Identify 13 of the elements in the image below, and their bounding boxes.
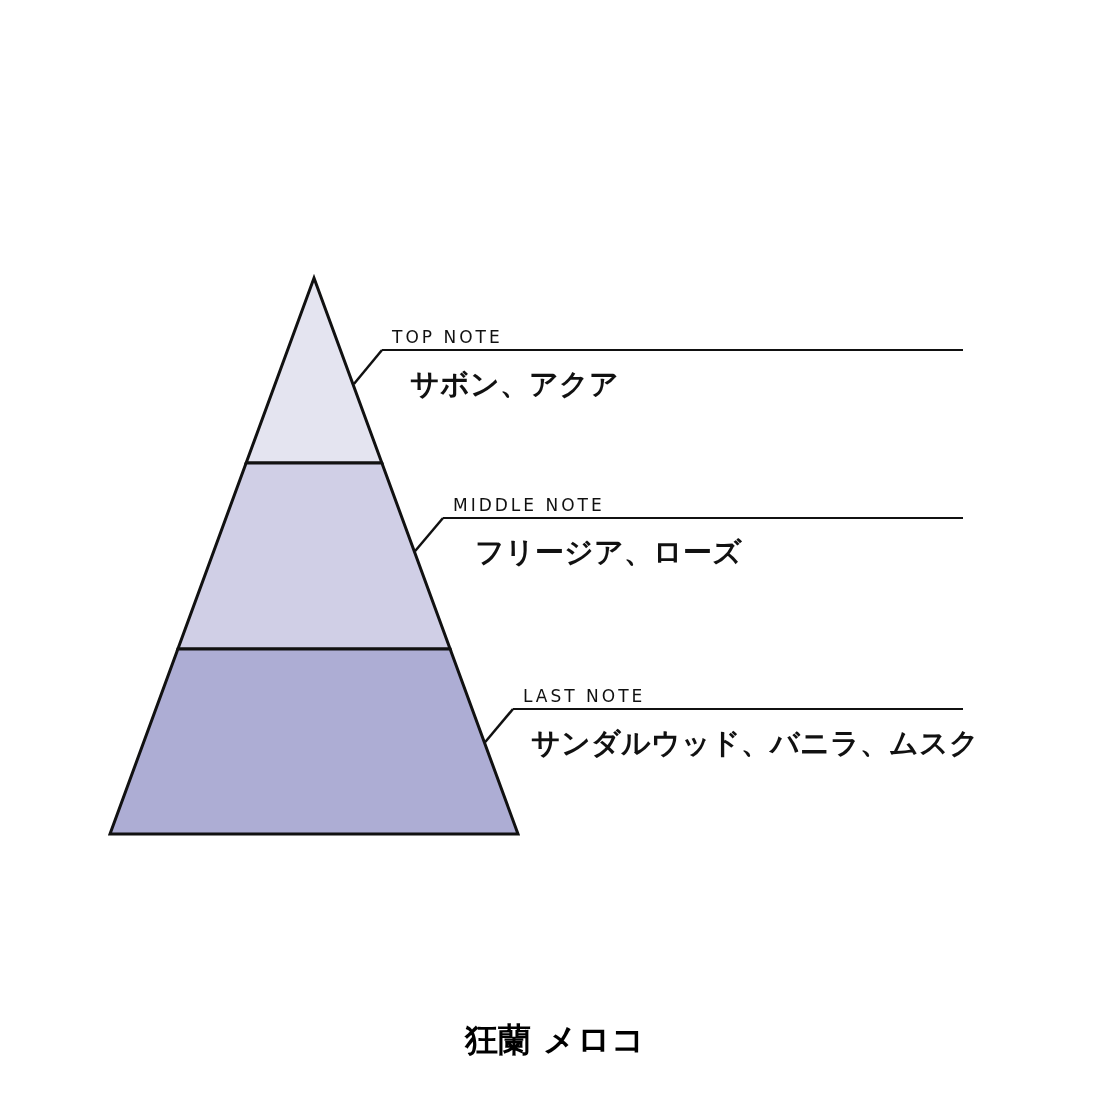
note-heading: LAST NOTE [523, 686, 646, 706]
title: 狂蘭 メロコ [463, 1019, 646, 1061]
leader-line [414, 517, 444, 552]
note-ingredients: フリージア、ローズ [475, 534, 742, 571]
note-ingredients: サボン、アクア [410, 366, 619, 403]
leader-line [484, 708, 514, 743]
leader-line [352, 349, 383, 385]
note-ingredients: サンダルウッド、バニラ、ムスク [531, 725, 979, 762]
note-heading: MIDDLE NOTE [453, 495, 605, 515]
pyramid-top-tier [243, 273, 385, 465]
note-heading: TOP NOTE [392, 327, 503, 347]
pyramid-bottom-tier [107, 647, 521, 836]
pyramid-middle-tier [175, 461, 453, 651]
